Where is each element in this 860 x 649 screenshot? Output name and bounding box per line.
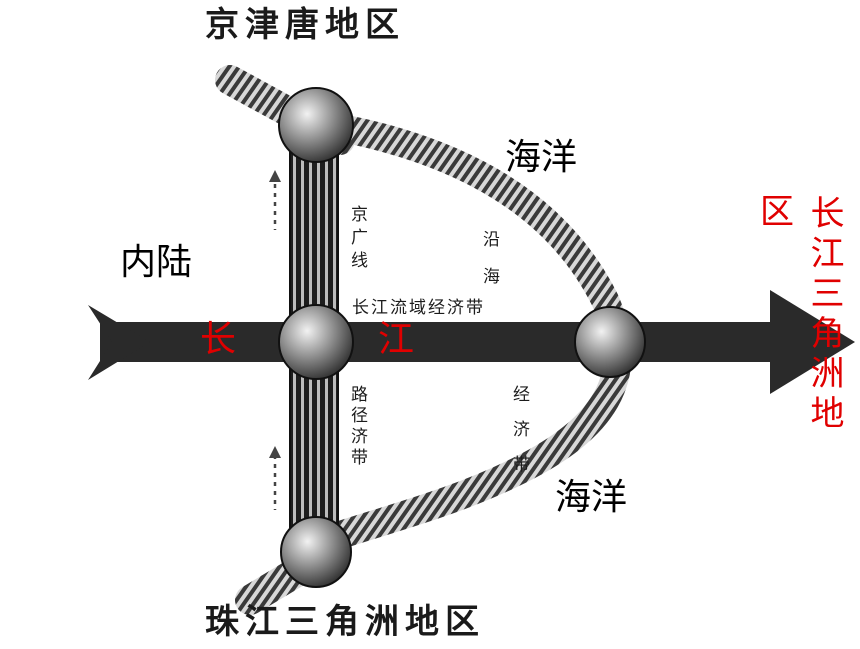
coastal-bottom-label: 经济带: [509, 385, 529, 490]
top-region-label: 京津唐地区: [205, 5, 405, 45]
rail-jingguang-label: 京广线: [347, 205, 367, 274]
coastal-arc-band: [291, 111, 632, 562]
node-bottom: [280, 516, 352, 588]
river-right-char: 江: [378, 319, 415, 360]
ocean-top-label: 海洋: [505, 137, 578, 178]
node-right: [574, 306, 646, 378]
bottom-region-label: 珠江三角洲地区: [205, 602, 485, 642]
node-top: [278, 87, 354, 163]
node-center: [278, 304, 354, 380]
inland-label: 内陆: [120, 242, 193, 283]
ocean-bottom-label: 海洋: [555, 477, 628, 518]
river-left-char: 长: [200, 319, 237, 360]
coastal-top-label: 沿海: [479, 230, 499, 304]
belt-horizontal-label: 长江流域经济带: [352, 298, 485, 318]
up-arrow-marks: [269, 170, 281, 230]
road-vertical-label: 路径济带: [347, 385, 367, 469]
delta-char-1: 区: [760, 192, 794, 232]
down-arrow-marks: [269, 446, 281, 510]
yangtze-arrow: [88, 290, 855, 394]
delta-vertical-label: 长江三角洲地: [804, 195, 844, 435]
